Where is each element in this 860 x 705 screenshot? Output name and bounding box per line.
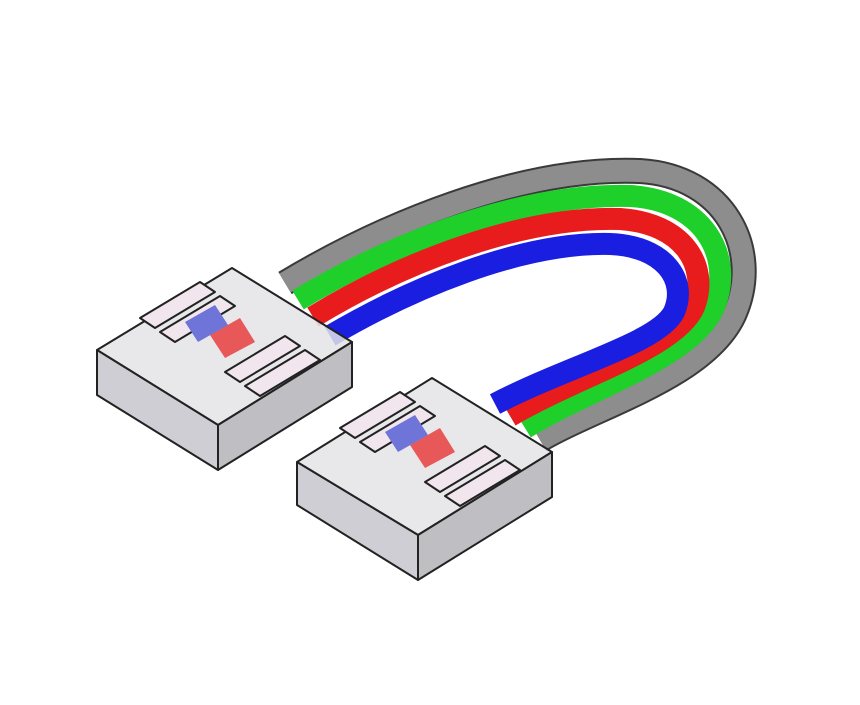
contact-pin	[339, 391, 416, 439]
blue-wire-contact	[185, 305, 228, 342]
wire-green	[292, 184, 732, 438]
connector-body-side	[217, 341, 353, 471]
blue-wire-contact	[385, 415, 428, 452]
contact-pin	[424, 445, 501, 493]
wire-red	[307, 207, 710, 426]
contact-pin	[139, 281, 216, 329]
contact-pin	[444, 459, 521, 507]
red-wire-contact	[210, 318, 255, 358]
connector-right	[296, 377, 553, 581]
connector-body-side	[417, 451, 553, 581]
red-wire-contact	[410, 428, 455, 468]
connector-left	[96, 267, 353, 471]
ribbon-cable	[278, 157, 757, 452]
contact-pin	[224, 335, 301, 383]
wire-blue	[324, 232, 689, 414]
contact-pin	[244, 349, 321, 397]
cable-jacket	[279, 159, 755, 450]
